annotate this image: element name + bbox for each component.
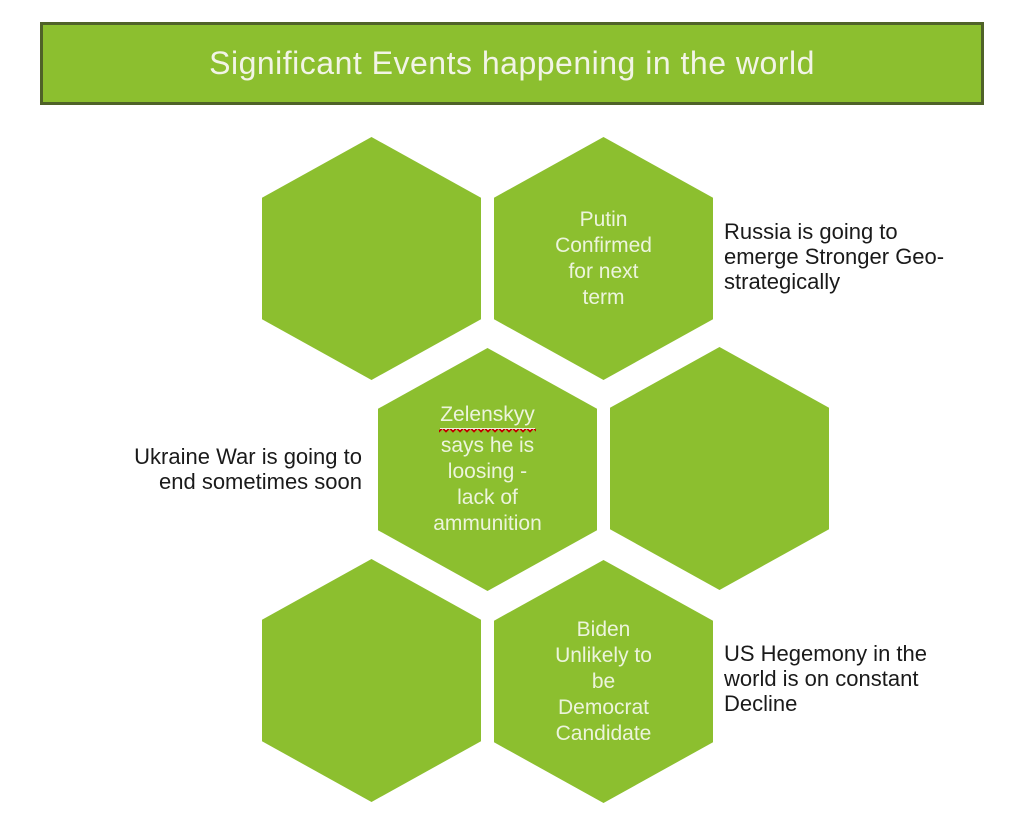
title-banner: Significant Events happening in the worl… bbox=[40, 22, 984, 105]
slide-title: Significant Events happening in the worl… bbox=[209, 45, 815, 81]
hexagon-text-rest: says he is loosing - lack of ammunition bbox=[433, 434, 542, 535]
hexagon-text: Biden Unlikely to be Democrat Candidate bbox=[555, 617, 652, 745]
hexagon-middle-right-empty bbox=[610, 347, 829, 590]
hexagon-top-left-empty bbox=[262, 137, 481, 380]
hexagon-text: Putin Confirmed for next term bbox=[555, 207, 652, 309]
misspelled-word-zelenskyy: Zelenskyy bbox=[439, 402, 536, 433]
annotation-ukraine: Ukraine War is going to end sometimes so… bbox=[134, 444, 362, 494]
hexagon-biden: Biden Unlikely to be Democrat Candidate bbox=[494, 560, 713, 803]
annotation-us-hegemony: US Hegemony in the world is on constant … bbox=[724, 641, 927, 716]
hexagon-putin: Putin Confirmed for next term bbox=[494, 137, 713, 380]
annotation-russia: Russia is going to emerge Stronger Geo- … bbox=[724, 219, 945, 294]
hexagon-bottom-left-empty bbox=[262, 559, 481, 802]
